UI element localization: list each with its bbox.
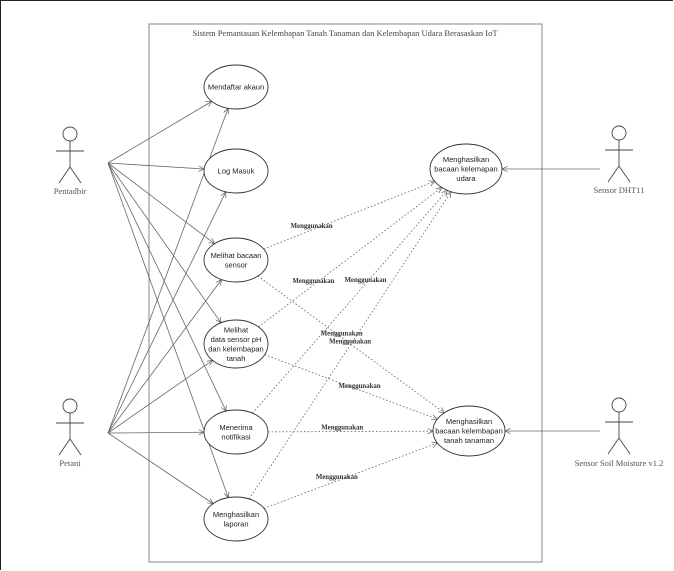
use-case-label: Menerima: [219, 423, 253, 432]
use-case-login: Log Masuk: [203, 148, 269, 194]
use-case-label: Mendaftar akaun: [208, 83, 264, 92]
actor-label: Sensor DHT11: [594, 185, 645, 195]
use-case-label: bacaan kelemapan: [434, 165, 497, 174]
relation-lihat_sensor-udara: [263, 181, 435, 250]
use-case-label: bacaan kelembapan: [435, 427, 503, 436]
association-pentadbir-lihat_sensor: [107, 162, 214, 244]
relations-layer: [248, 181, 451, 509]
relation-label: Menggunakan: [316, 474, 358, 481]
use-case-label: tanah: [227, 354, 246, 363]
association-pentadbir-daftar: [107, 101, 212, 164]
relation-label: Menggunakan: [329, 338, 371, 345]
relation-laporan-udara: [248, 192, 451, 500]
relation-label: Menggunakan: [345, 277, 387, 284]
use-case-label: Menghasilkan: [446, 417, 492, 426]
use-case-label: udara: [456, 174, 476, 183]
relation-label: Menggunakan: [292, 278, 334, 285]
associations-layer: [107, 101, 600, 504]
actor-label: Sensor Soil Moisture v1.2: [575, 458, 664, 468]
use-case-label: Menghasilkan: [443, 155, 489, 164]
use-case-label: Menghasilkan: [213, 510, 259, 519]
use-case-label: dan kelembapan: [208, 344, 263, 353]
association-pentadbir-notifikasi: [107, 162, 226, 411]
use-case-label: sensor: [225, 260, 248, 269]
use-case-ellipse: [203, 496, 269, 542]
use-case-ellipse: [203, 409, 269, 455]
relation-label: Menggunakan: [291, 223, 333, 230]
use-case-label: data sensor pH: [211, 335, 262, 344]
association-petani-laporan: [107, 432, 213, 504]
use-case-label: tanah tanaman: [444, 436, 494, 445]
use-case-label: Melihat bacaan: [211, 251, 262, 260]
use-case-label: Melihat: [224, 325, 249, 334]
actor-pentadbir: Pentadbir: [54, 126, 87, 196]
use-case-ellipse: [203, 148, 269, 194]
use-case-ellipse: [432, 405, 506, 457]
use-case-daftar: Mendaftar akaun: [203, 64, 269, 110]
actor-head-icon: [611, 125, 627, 141]
actor-dht11: Sensor DHT11: [594, 125, 645, 195]
relation-lihat_sensor-tanah: [257, 275, 444, 413]
association-petani-login: [107, 192, 226, 434]
association-pentadbir-login: [107, 162, 204, 169]
use-case-label: laporan: [223, 519, 248, 528]
system-boundary: [148, 23, 543, 563]
relation-notifikasi-udara: [252, 190, 447, 414]
actor-head-icon: [611, 397, 627, 413]
relation-label: Menggunakan: [321, 425, 363, 432]
association-petani-lihat_ph: [107, 360, 213, 434]
actor-soil: Sensor Soil Moisture v1.2: [575, 397, 664, 468]
actor-petani: Petani: [56, 398, 84, 468]
actor-label: Pentadbir: [54, 186, 87, 196]
system-title: Sistem Pemantauan Kelembapan Tanah Tanam…: [192, 28, 498, 38]
relation-lihat_ph-udara: [258, 187, 441, 328]
use-case-label: Log Masuk: [218, 167, 255, 176]
actor-head-icon: [62, 398, 78, 414]
use-case-label: notifikasi: [221, 432, 251, 441]
use-case-ellipse: [203, 64, 269, 110]
use-case-ellipse: [203, 319, 269, 369]
association-petani-lihat_sensor: [107, 280, 221, 434]
relation-label: Menggunakan: [321, 331, 363, 338]
relation-notifikasi-tanah: [267, 431, 433, 432]
actor-head-icon: [62, 126, 78, 142]
relation-label: Menggunakan: [339, 383, 381, 390]
use-case-ellipse: [203, 237, 269, 283]
association-petani-notifikasi: [107, 432, 204, 433]
association-pentadbir-lihat_ph: [107, 162, 221, 323]
actor-label: Petani: [59, 458, 81, 468]
use-case-ellipse: [429, 143, 503, 195]
